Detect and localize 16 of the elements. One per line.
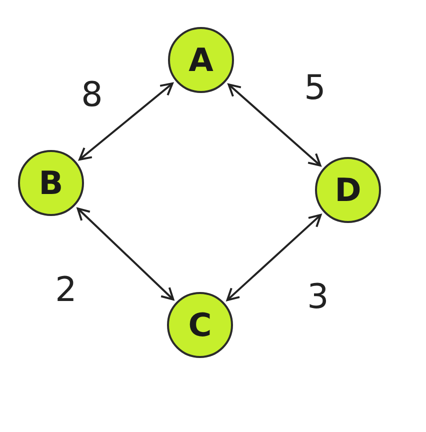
double-arrow — [76, 208, 174, 300]
double-arrow — [78, 82, 174, 161]
node-label: C — [188, 306, 212, 344]
node-label: B — [38, 164, 64, 202]
double-arrow — [226, 214, 322, 302]
node-circle — [18, 150, 84, 216]
edge-label: 2 — [55, 273, 77, 307]
edge-label: 8 — [81, 78, 103, 112]
edge-label: 3 — [307, 280, 329, 314]
node-label: D — [334, 171, 362, 209]
edge-label: 5 — [304, 71, 326, 105]
double-arrow — [228, 84, 322, 166]
node-circle — [168, 27, 234, 93]
node-circle — [167, 292, 233, 358]
node-circle — [315, 157, 381, 223]
node-label: A — [188, 41, 214, 79]
